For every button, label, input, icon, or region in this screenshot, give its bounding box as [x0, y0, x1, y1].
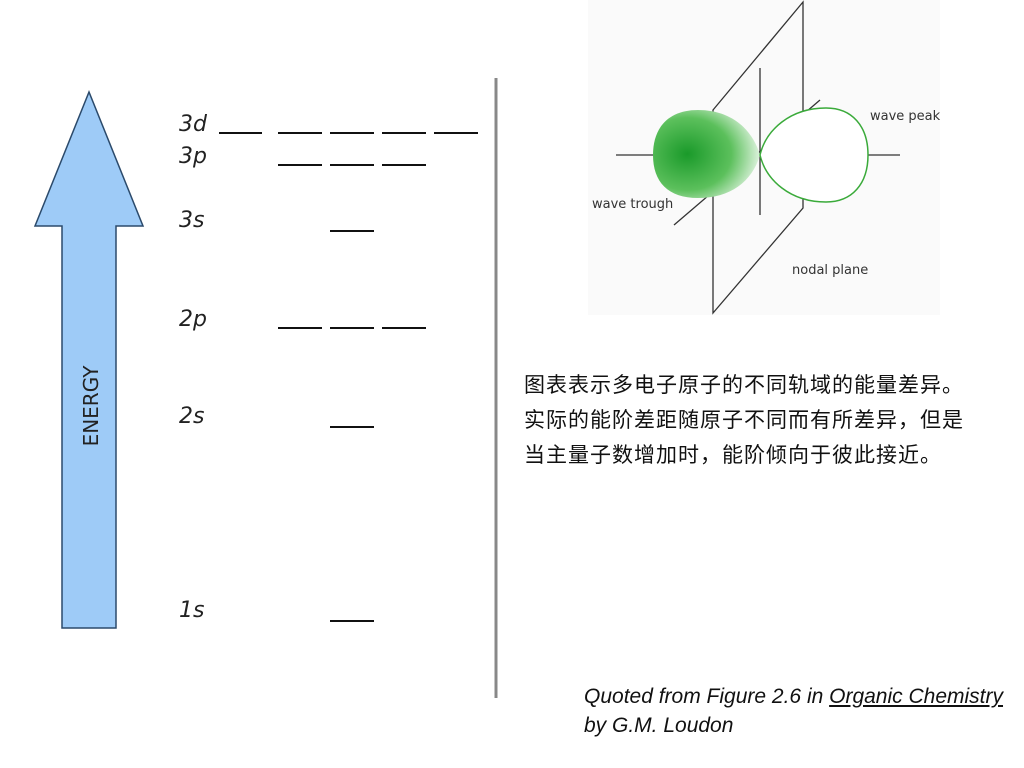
orbital-level-1s: 1s — [179, 598, 374, 623]
wave-trough-lobe — [653, 110, 760, 198]
nodal-plane-label: nodal plane — [792, 263, 868, 278]
citation-suffix: by G.M. Loudon — [584, 714, 734, 737]
level-label-2p: 2p — [179, 307, 207, 332]
level-label-3s: 3s — [179, 208, 204, 233]
p-orbital-figure: wave peak wave trough nodal plane — [588, 0, 941, 315]
energy-arrow — [33, 89, 145, 629]
level-label-3d: 3d — [179, 112, 208, 137]
orbital-energy-description: 图表表示多电子原子的不同轨域的能量差异。实际的能阶差距随原子不同而有所差异，但是… — [524, 373, 964, 467]
energy-level-diagram: ENERGY 3d 3p 3s 2p 2s 1s — [33, 78, 498, 698]
nodal-plane — [712, 0, 804, 315]
orbital-level-2s: 2s — [179, 404, 374, 429]
wave-trough-label: wave trough — [592, 197, 673, 212]
level-label-3p: 3p — [179, 144, 207, 169]
energy-axis-label: ENERGY — [79, 365, 103, 447]
orbital-level-3d: 3d — [179, 112, 478, 137]
orbital-level-2p: 2p — [179, 307, 426, 332]
level-label-1s: 1s — [179, 598, 204, 623]
wave-peak-label: wave peak — [870, 109, 941, 124]
level-label-2s: 2s — [179, 404, 204, 429]
book-title: Organic Chemistry — [829, 685, 1004, 708]
orbital-level-3p: 3p — [179, 144, 426, 169]
citation-prefix: Quoted from Figure 2.6 in — [584, 685, 830, 708]
wave-peak-lobe — [759, 107, 869, 203]
source-citation: Quoted from Figure 2.6 in Organic Chemis… — [584, 682, 1004, 740]
orbital-level-3s: 3s — [179, 208, 374, 233]
